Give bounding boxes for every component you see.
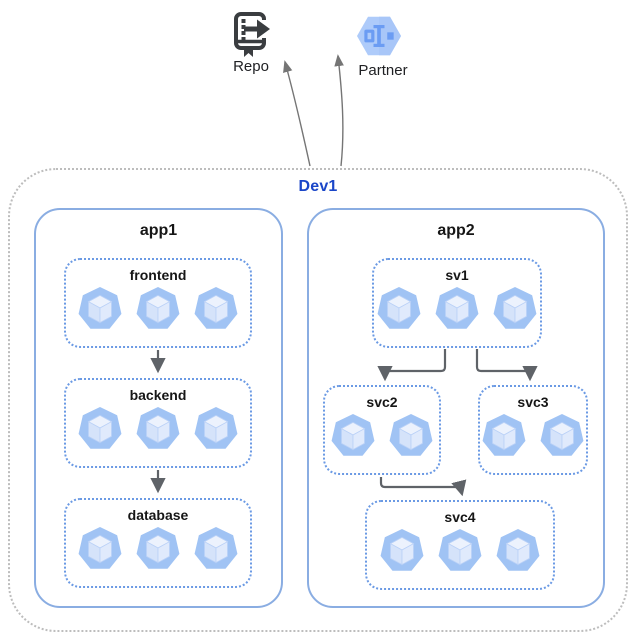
- environment-label: Dev1: [298, 178, 338, 195]
- pod-icon: [389, 414, 433, 456]
- service-svc2-box: svc2: [323, 385, 441, 475]
- partner-label: Partner: [358, 62, 408, 79]
- service-svc2-label: svc2: [366, 394, 398, 410]
- service-sv1-label: sv1: [445, 267, 469, 283]
- pod-icon: [482, 414, 526, 456]
- pod-icon: [78, 407, 122, 449]
- service-svc3-box: svc3: [478, 385, 588, 475]
- pod-icon: [136, 527, 180, 569]
- service-svc4-label: svc4: [444, 509, 476, 525]
- pod-icon: [540, 414, 584, 456]
- service-frontend-box: frontend: [64, 258, 252, 348]
- pod-icon: [435, 287, 479, 329]
- service-backend-box: backend: [64, 378, 252, 468]
- pod-row: [77, 526, 239, 572]
- service-sv1-box: sv1: [372, 258, 542, 348]
- pod-icon: [194, 287, 238, 329]
- service-frontend-label: frontend: [129, 267, 187, 283]
- app2-label: app2: [437, 222, 475, 239]
- pod-icon: [377, 287, 421, 329]
- pod-icon: [438, 529, 482, 571]
- service-database-label: database: [127, 507, 189, 523]
- pod-icon: [496, 529, 540, 571]
- pod-row: [376, 286, 538, 332]
- arrow-dev1-to-repo: [283, 60, 311, 167]
- arrow-dev1-to-partner: [334, 54, 344, 167]
- service-backend-label: backend: [129, 387, 187, 403]
- pod-icon: [136, 407, 180, 449]
- pod-icon: [194, 407, 238, 449]
- service-svc4-box: svc4: [365, 500, 555, 590]
- service-database-box: database: [64, 498, 252, 588]
- pod-row: [77, 406, 239, 452]
- pod-icon: [78, 527, 122, 569]
- pod-icon: [194, 527, 238, 569]
- app1-label: app1: [139, 222, 178, 239]
- pod-icon: [78, 287, 122, 329]
- pod-row: [330, 413, 434, 459]
- pod-icon: [136, 287, 180, 329]
- pod-icon: [331, 414, 375, 456]
- repo-label: Repo: [233, 58, 269, 75]
- partner-hexagon-icon: [357, 16, 401, 56]
- pod-row: [379, 528, 541, 574]
- pod-row: [77, 286, 239, 332]
- service-svc3-label: svc3: [517, 394, 549, 410]
- source-repository-icon: [234, 12, 274, 57]
- pod-icon: [380, 529, 424, 571]
- pod-icon: [493, 287, 537, 329]
- pod-row: [481, 413, 585, 459]
